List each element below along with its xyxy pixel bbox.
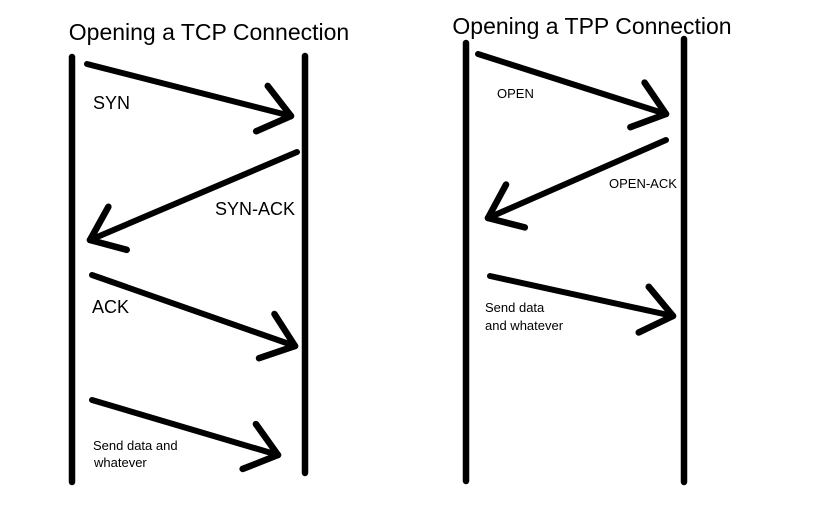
- message-label: and whatever: [485, 318, 564, 333]
- message-label: SYN: [93, 93, 130, 113]
- arrowhead-stroke: [641, 79, 670, 118]
- arrow-shaft: [487, 273, 676, 319]
- message-label: OPEN: [497, 86, 534, 101]
- arrow-shaft: [89, 397, 281, 458]
- message-arrow: SYN-ACK: [86, 149, 300, 254]
- arrowhead-stroke: [635, 312, 677, 336]
- arrowhead-stroke: [264, 82, 295, 120]
- diagram-title: Opening a TCP Connection: [69, 19, 349, 45]
- message-arrow: ACK: [89, 272, 299, 362]
- arrow-shaft: [485, 137, 669, 221]
- arrowhead-stroke: [252, 420, 282, 459]
- message-label: ACK: [92, 297, 129, 317]
- arrowhead-stroke: [484, 214, 529, 231]
- arrowhead-stroke: [86, 203, 112, 244]
- arrowhead-stroke: [239, 451, 282, 473]
- message-label: Send data: [485, 300, 545, 315]
- message-label: SYN-ACK: [215, 199, 295, 219]
- arrowhead-stroke: [255, 342, 299, 362]
- message-arrow: OPEN: [475, 51, 670, 131]
- arrow-shaft: [84, 61, 294, 119]
- message-label: OPEN-ACK: [609, 176, 677, 191]
- message-arrow: OPEN-ACK: [484, 137, 677, 231]
- arrow-shaft: [87, 149, 300, 243]
- arrowhead-stroke: [627, 110, 670, 131]
- arrowhead-stroke: [271, 310, 299, 350]
- message-label: whatever: [93, 455, 147, 470]
- arrowhead-stroke: [645, 283, 677, 320]
- arrowhead-stroke: [86, 236, 130, 254]
- message-arrow: Send data and whatever: [485, 273, 677, 336]
- message-arrow: Send data and whatever: [89, 397, 282, 473]
- message-label: Send data and: [93, 438, 178, 453]
- arrow-shaft: [89, 272, 298, 349]
- message-arrow: SYN: [84, 61, 295, 135]
- arrowhead-stroke: [484, 181, 510, 222]
- arrow-shaft: [475, 51, 669, 117]
- arrowhead-stroke: [252, 112, 295, 135]
- diagram-title: Opening a TPP Connection: [452, 13, 731, 39]
